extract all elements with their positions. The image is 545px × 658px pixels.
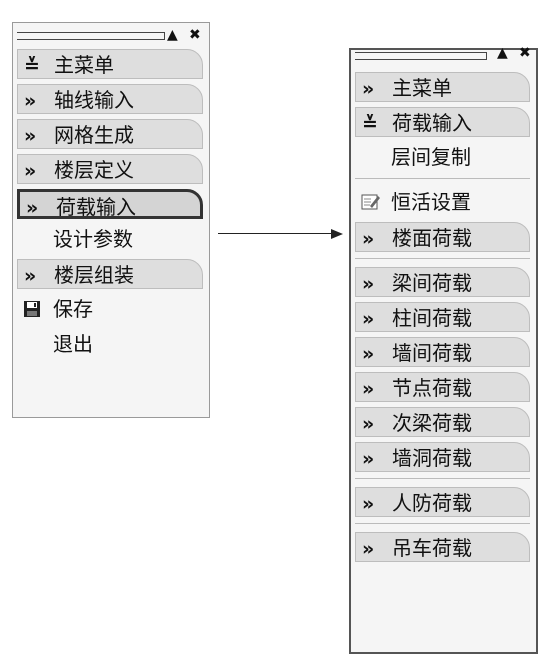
- menu-item-0[interactable]: » 主菜单: [355, 72, 530, 102]
- separator: [355, 258, 530, 259]
- expand-chevron-icon: »: [26, 197, 39, 219]
- drag-grip[interactable]: [17, 32, 165, 40]
- menu-item-label: 节点荷载: [392, 376, 472, 400]
- expand-chevron-icon: »: [362, 273, 375, 295]
- menu-item-4[interactable]: 恒活设置: [355, 187, 530, 217]
- expand-chevron-icon: »: [362, 343, 375, 365]
- pin-up-icon[interactable]: ▲: [497, 45, 508, 61]
- menu-item-label: 荷载输入: [56, 195, 136, 219]
- expand-chevron-icon: »: [24, 90, 37, 112]
- expand-chevron-icon: »: [362, 538, 375, 560]
- menu-item-label: 退出: [53, 332, 93, 356]
- menu-item-8[interactable]: » 柱间荷载: [355, 302, 530, 332]
- menu-item-1[interactable]: » 轴线输入: [17, 84, 203, 114]
- menu-item-label: 轴线输入: [54, 88, 134, 112]
- menu-item-12[interactable]: » 墙洞荷载: [355, 442, 530, 472]
- menu-item-label: 墙间荷载: [392, 341, 472, 365]
- menu-item-7[interactable]: » 梁间荷载: [355, 267, 530, 297]
- menu-item-label: 柱间荷载: [392, 306, 472, 330]
- expand-chevron-icon: »: [362, 308, 375, 330]
- separator: [355, 478, 530, 479]
- expand-chevron-icon: »: [362, 378, 375, 400]
- menu-item-label: 梁间荷载: [392, 271, 472, 295]
- expand-chevron-icon: »: [362, 228, 375, 250]
- menu-item-label: 设计参数: [53, 227, 133, 251]
- pin-up-icon[interactable]: ▲: [167, 27, 178, 43]
- collapse-chevron-icon: ≚: [24, 55, 40, 77]
- menu-item-5[interactable]: 设计参数: [17, 224, 203, 254]
- main-menu-panel: ▲ ✖ ≚ 主菜单 » 轴线输入 » 网格生成 » 楼层定义 » 荷载输入设计参数 » 楼层组装保存退…: [12, 22, 210, 418]
- transition-arrow: [218, 233, 336, 234]
- menu-item-8[interactable]: 退出: [17, 329, 203, 359]
- save-icon: [23, 296, 53, 326]
- menu-item-14[interactable]: » 人防荷载: [355, 487, 530, 517]
- expand-chevron-icon: »: [24, 160, 37, 182]
- menu-item-label: 主菜单: [392, 76, 452, 100]
- menu-item-0[interactable]: ≚ 主菜单: [17, 49, 203, 79]
- menu-item-label: 保存: [53, 297, 93, 321]
- menu-item-6[interactable]: » 楼层组装: [17, 259, 203, 289]
- expand-chevron-icon: »: [362, 493, 375, 515]
- menu-item-label: 主菜单: [54, 53, 114, 77]
- menu-item-4[interactable]: » 荷载输入: [17, 189, 203, 219]
- menu-item-1[interactable]: ≚ 荷载输入: [355, 107, 530, 137]
- menu-item-label: 墙洞荷载: [392, 446, 472, 470]
- menu-item-9[interactable]: » 墙间荷载: [355, 337, 530, 367]
- collapse-chevron-icon: ≚: [362, 113, 378, 135]
- arrow-head: [331, 229, 343, 239]
- close-icon[interactable]: ✖: [519, 45, 531, 61]
- menu-item-label: 层间复制: [391, 145, 471, 169]
- menu-item-label: 网格生成: [54, 123, 134, 147]
- separator: [355, 523, 530, 524]
- menu-item-label: 楼层组装: [54, 263, 134, 287]
- expand-chevron-icon: »: [362, 448, 375, 470]
- expand-chevron-icon: »: [362, 413, 375, 435]
- menu-item-label: 次梁荷载: [392, 411, 472, 435]
- menu-item-label: 荷载输入: [392, 111, 472, 135]
- menu-item-label: 楼面荷载: [392, 226, 472, 250]
- menu-item-16[interactable]: » 吊车荷载: [355, 532, 530, 562]
- expand-chevron-icon: »: [24, 125, 37, 147]
- menu-item-3[interactable]: » 楼层定义: [17, 154, 203, 184]
- menu-item-10[interactable]: » 节点荷载: [355, 372, 530, 402]
- menu-item-label: 吊车荷载: [392, 536, 472, 560]
- close-icon[interactable]: ✖: [189, 27, 201, 43]
- expand-chevron-icon: »: [362, 78, 375, 100]
- panel-titlebar[interactable]: ▲ ✖: [13, 23, 209, 49]
- menu-item-label: 人防荷载: [392, 491, 472, 515]
- panel-titlebar[interactable]: ▲ ✖: [351, 45, 536, 72]
- menu-item-11[interactable]: » 次梁荷载: [355, 407, 530, 437]
- edit-icon: [361, 189, 391, 219]
- expand-chevron-icon: »: [24, 265, 37, 287]
- menu-item-5[interactable]: » 楼面荷载: [355, 222, 530, 252]
- menu-item-2[interactable]: » 网格生成: [17, 119, 203, 149]
- drag-grip[interactable]: [355, 52, 487, 60]
- menu-item-label: 恒活设置: [391, 190, 471, 214]
- menu-item-label: 楼层定义: [54, 158, 134, 182]
- load-input-panel: ▲ ✖ » 主菜单 ≚ 荷载输入层间复制恒活设置 » 楼面荷载 » 梁间荷载 » 柱间荷载 » 墙间荷…: [349, 45, 538, 654]
- menu-item-7[interactable]: 保存: [17, 294, 203, 324]
- separator: [355, 178, 530, 179]
- menu-item-2[interactable]: 层间复制: [355, 142, 530, 172]
